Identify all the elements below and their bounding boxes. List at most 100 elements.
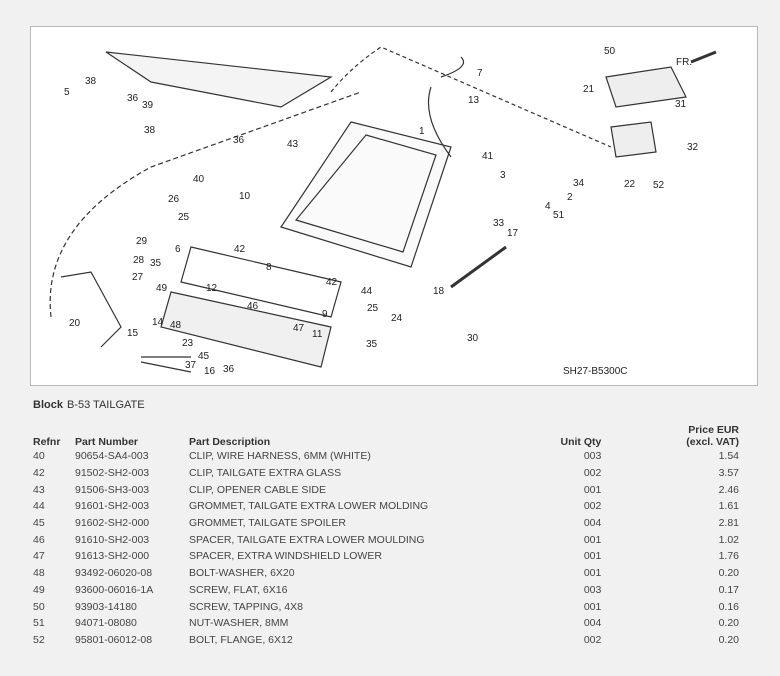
cell-qty: 003 — [583, 450, 602, 463]
header-price: Price EUR(excl. VAT) — [607, 418, 745, 448]
cell-refnr: 49 — [33, 583, 45, 596]
header-price-line2: (excl. VAT) — [686, 436, 739, 448]
cell-part-number: 91602-SH2-000 — [75, 517, 150, 530]
table-row: 44 91601-SH2-003 GROMMET, TAILGATE EXTRA L… — [27, 498, 745, 515]
cell-description: SPACER, TAILGATE EXTRA LOWER MOULDING — [189, 533, 425, 546]
block-label: Block — [33, 399, 63, 411]
cell-part-number: 94071-08080 — [75, 617, 137, 630]
callout-23: 23 — [182, 338, 194, 349]
cell-price: 1.02 — [718, 533, 739, 546]
callout-50: 50 — [604, 46, 616, 57]
cell-description: CLIP, WIRE HARNESS, 6MM (WHITE) — [189, 450, 371, 463]
spoiler-part — [105, 51, 333, 108]
cell-part-number: 90654-SA4-003 — [75, 450, 149, 463]
callout-10: 10 — [239, 191, 251, 202]
callout-38: 38 — [85, 76, 97, 87]
callout-36: 36 — [233, 135, 245, 146]
callout-26: 26 — [168, 194, 180, 205]
callout-36: 36 — [223, 364, 235, 375]
cell-description: BOLT-WASHER, 6X20 — [189, 567, 295, 580]
cell-qty: 004 — [583, 517, 602, 530]
cell-refnr: 40 — [33, 450, 45, 463]
callout-37: 37 — [185, 360, 197, 371]
callout-29: 29 — [136, 236, 148, 247]
callout-6: 6 — [175, 244, 181, 255]
callout-49: 49 — [156, 283, 168, 294]
cell-part-number: 93492-06020-08 — [75, 567, 153, 580]
cell-price: 1.76 — [718, 550, 739, 563]
callout-8: 8 — [266, 262, 272, 273]
callout-11: 11 — [312, 329, 323, 340]
cell-qty: 001 — [583, 600, 602, 613]
table-row: 48 93492-06020-08 BOLT-WASHER, 6X20 001 0.20 — [27, 565, 745, 582]
diagram-code: SH27-B5300C — [563, 366, 627, 377]
cell-refnr: 47 — [33, 550, 45, 563]
callout-43: 43 — [287, 139, 299, 150]
callout-35: 35 — [150, 258, 162, 269]
cell-description: GROMMET, TAILGATE SPOILER — [189, 517, 346, 530]
cell-refnr: 45 — [33, 517, 45, 530]
callout-51: 51 — [553, 210, 565, 221]
cell-qty: 001 — [583, 550, 602, 563]
callout-38: 38 — [144, 125, 156, 136]
cell-refnr: 51 — [33, 617, 45, 630]
cell-part-number: 91601-SH2-003 — [75, 500, 150, 513]
cell-description: NUT-WASHER, 8MM — [189, 617, 289, 630]
callout-31: 31 — [675, 99, 687, 110]
cell-description: SCREW, TAPPING, 4X8 — [189, 600, 303, 613]
cell-qty: 001 — [583, 483, 602, 496]
latch-part — [610, 121, 657, 158]
cell-price: 0.20 — [718, 633, 739, 646]
callout-12: 12 — [206, 283, 218, 294]
cell-part-number: 95801-06012-08 — [75, 633, 153, 646]
cell-price: 0.20 — [718, 617, 739, 630]
callout-22: 22 — [624, 179, 636, 190]
table-row: 40 90654-SA4-003 CLIP, WIRE HARNESS, 6MM (… — [27, 448, 745, 465]
cell-price: 1.61 — [718, 500, 739, 513]
callout-28: 28 — [133, 255, 145, 266]
callout-2: 2 — [567, 192, 573, 203]
callout-47: 47 — [293, 323, 305, 334]
callout-34: 34 — [573, 178, 585, 189]
cell-price: 2.81 — [718, 517, 739, 530]
cell-price: 0.17 — [718, 583, 739, 596]
parts-table: Refnr Part Number Part Description Unit … — [27, 418, 745, 648]
cell-part-number: 91610-SH2-003 — [75, 533, 150, 546]
cell-qty: 001 — [583, 533, 602, 546]
cell-description: GROMMET, TAILGATE EXTRA LOWER MOLDING — [189, 500, 429, 513]
callout-52: 52 — [653, 180, 665, 191]
cell-refnr: 44 — [33, 500, 45, 513]
opener-cover — [605, 66, 687, 108]
callout-44: 44 — [361, 286, 373, 297]
header-description: Part Description — [189, 436, 271, 448]
cell-part-number: 93903-14180 — [75, 600, 137, 613]
callout-13: 13 — [468, 95, 480, 106]
cell-price: 0.20 — [718, 567, 739, 580]
callout-16: 16 — [204, 366, 216, 377]
header-refnr: Refnr — [33, 436, 61, 448]
callout-1: 1 — [419, 126, 425, 137]
cell-price: 0.16 — [718, 600, 739, 613]
lower-molding — [160, 291, 332, 368]
garnish-part — [180, 246, 342, 318]
cell-part-number: 93600-06016-1A — [75, 583, 154, 596]
cell-description: SCREW, FLAT, 6X16 — [189, 583, 288, 596]
callout-25: 25 — [178, 212, 190, 223]
header-price-line1: Price EUR — [688, 424, 739, 436]
cell-description: CLIP, TAILGATE EXTRA GLASS — [189, 467, 342, 480]
tailgate-frame — [280, 121, 452, 268]
cell-qty: 001 — [583, 567, 602, 580]
callout-15: 15 — [127, 328, 139, 339]
cell-refnr: 48 — [33, 567, 45, 580]
callout-24: 24 — [391, 313, 403, 324]
direction-label: FR. — [676, 57, 692, 68]
